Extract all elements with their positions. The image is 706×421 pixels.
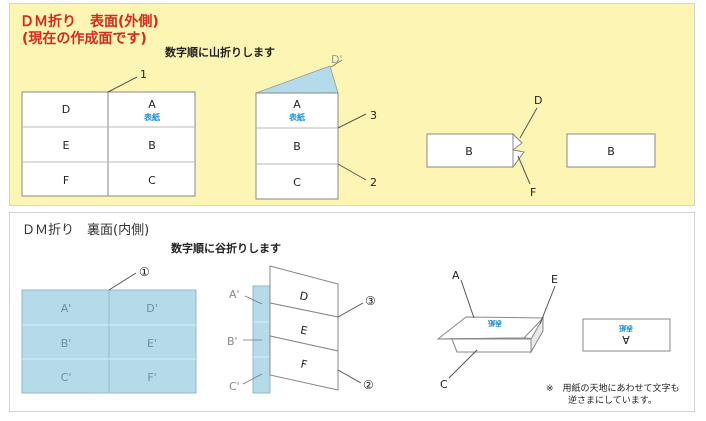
inside-fold-3d: 表紙 A E C (436, 269, 558, 391)
side-label-f: F (530, 186, 536, 199)
valley-label-e: E (299, 323, 309, 337)
fold-line-number-circle-3: ③ (365, 294, 376, 308)
inside-final: 表紙 A (582, 318, 671, 352)
valley-label-f: F (299, 357, 308, 371)
inside-label-e-prime: E' (147, 337, 157, 350)
outside-fold-step: A 表紙 B C D' 3 2 (255, 53, 377, 200)
flap-label-d-prime: D' (331, 53, 343, 66)
grid-label-a: A (148, 98, 156, 111)
step-label-c: C (293, 176, 301, 189)
outside-flat-sheet: D E F A 表紙 B C 1 (21, 68, 196, 197)
grid-label-b: B (148, 139, 156, 152)
side-label-b-prime: B' (227, 335, 238, 348)
fold-line-number-1: 1 (140, 68, 147, 81)
inside-instruction: 数字順に谷折りします (171, 242, 281, 255)
inside-flat-sheet: A' B' C' D' E' F' ① (21, 265, 197, 394)
side-label-c-prime: C' (229, 380, 240, 393)
inside-label-d-prime: D' (146, 302, 158, 315)
inside-label-a-prime: A' (61, 302, 72, 315)
grid-label-c: C (148, 174, 156, 187)
inside-label-b-prime: B' (61, 337, 72, 350)
outside-subtitle: (現在の作成面です) (22, 31, 147, 47)
grid-label-f: F (63, 174, 69, 187)
side-label-d: D (534, 94, 542, 107)
valley-label-d: D (298, 289, 309, 303)
fold3d-label-e: E (551, 273, 558, 286)
outside-final: B (566, 133, 656, 168)
grid-label-d: D (62, 103, 70, 116)
final-label-b: B (607, 145, 615, 158)
grid-cover-label: 表紙 (143, 112, 160, 122)
side-label-b: B (465, 145, 473, 158)
grid-label-e: E (63, 139, 70, 152)
inside-fold-step: D E F A' B' C' ③ ② (227, 265, 376, 394)
fold-line-number-2: 2 (370, 176, 377, 189)
fold-line-number-circle-1: ① (139, 265, 150, 279)
step-cover-label: 表紙 (288, 112, 305, 122)
outside-fold-side: B D F (426, 94, 542, 199)
inside-label-f-prime: F' (147, 371, 156, 384)
inside-label-c-prime: C' (61, 371, 72, 384)
fold3d-cover-label: 表紙 (488, 319, 503, 328)
fold-line-number-3: 3 (370, 109, 377, 122)
note-line-1: ※ 用紙の天地にあわせて文字も (546, 384, 680, 394)
outside-title: ＤＭ折り 表面(外側) (20, 14, 159, 30)
final-label-a-flipped: A (622, 333, 630, 346)
fold3d-label-a: A (452, 269, 460, 282)
final-cover-label-flipped: 表紙 (619, 324, 634, 333)
step-label-b: B (293, 140, 301, 153)
step-label-a: A (293, 98, 301, 111)
inside-title: ＤＭ折り 裏面(内側) (22, 223, 150, 238)
fold3d-label-c: C (440, 378, 448, 391)
side-label-a-prime: A' (229, 288, 240, 301)
fold-line-number-circle-2: ② (363, 378, 374, 392)
outside-instruction: 数字順に山折りします (165, 46, 275, 59)
note-line-2: 逆さまにしています。 (568, 396, 657, 406)
